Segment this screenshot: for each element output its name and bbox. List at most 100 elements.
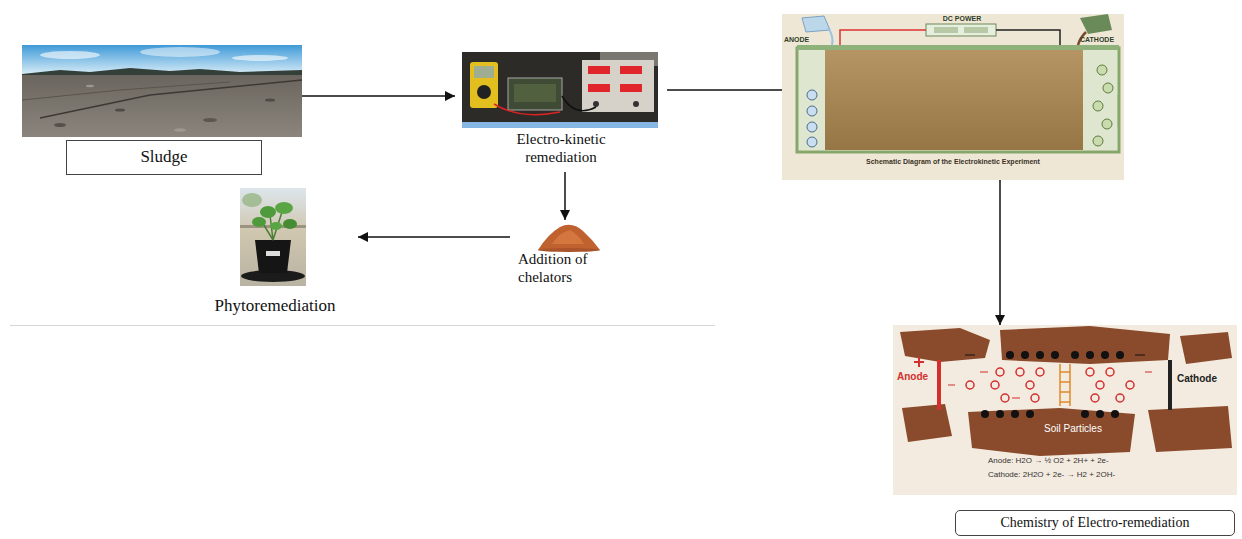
flow-arrow	[999, 180, 1001, 325]
ion-dots	[1001, 394, 1009, 402]
sludge-photo	[140, 47, 220, 57]
ion-dots	[1006, 351, 1014, 359]
ion-dots	[1036, 368, 1044, 376]
schematic-illustration	[807, 90, 817, 100]
schematic-illustration	[934, 27, 958, 33]
sludge-photo	[40, 80, 302, 118]
plant-photo	[240, 188, 306, 286]
ion-dots	[1021, 351, 1029, 359]
schematic-illustration	[1093, 101, 1103, 111]
lab-photo	[588, 84, 610, 92]
schematic-illustration	[807, 106, 817, 116]
ion-dots	[996, 410, 1004, 418]
plant-photo	[266, 251, 280, 256]
stage-caption: Electro-kinetic remediation	[493, 130, 629, 166]
ion-dots	[1081, 410, 1089, 418]
lab-photo	[582, 60, 654, 112]
stage-label: Sludge	[66, 140, 262, 175]
ion-dots	[1036, 351, 1044, 359]
stage-caption: Phytoremediation	[192, 296, 358, 316]
ion-dots	[996, 368, 1004, 376]
ion-dots	[1026, 410, 1034, 418]
ion-dots	[948, 372, 1152, 398]
lab-photo	[633, 101, 639, 107]
schematic-illustration	[797, 45, 1119, 50]
schematic-illustration	[1102, 119, 1112, 129]
plant-photo	[242, 193, 262, 207]
ion-dots	[1111, 410, 1119, 418]
ion-dots	[1116, 394, 1124, 402]
plant-photo	[252, 217, 266, 227]
ion-dots	[966, 381, 974, 389]
stage-caption: Addition of chelators	[518, 250, 618, 286]
phytoremediation-stage: Phytoremediation	[192, 186, 358, 320]
schematic-illustration	[996, 30, 1060, 45]
sludge-photo	[22, 82, 230, 100]
lab-photo	[593, 101, 599, 107]
ion-dots	[1096, 381, 1104, 389]
flow-arrow	[564, 172, 566, 220]
ion-dots	[1086, 368, 1094, 376]
ion-dots	[1096, 410, 1104, 418]
chemistry-illustration	[1148, 406, 1232, 452]
electrokinetic-stage: Electro-kinetic remediation	[455, 50, 667, 172]
chemistry-illustration	[1000, 326, 1170, 364]
chemistry-illustration	[893, 325, 1237, 495]
schematic-illustration	[782, 14, 1124, 180]
lab-photo	[477, 85, 491, 99]
sludge-photo	[115, 109, 125, 112]
sludge-photo	[54, 123, 66, 127]
chemistry-illustration	[1168, 360, 1172, 410]
chemistry-illustration	[1180, 332, 1232, 364]
chelator-powder	[538, 225, 600, 250]
connector-line	[667, 89, 782, 91]
lab-photo	[620, 66, 642, 74]
lab-photo	[462, 52, 658, 128]
ion-dots	[1011, 410, 1019, 418]
schematic-illustration	[1083, 50, 1117, 150]
sludge-photo	[232, 55, 288, 61]
chemistry-illustration	[1060, 364, 1070, 406]
lab-photo	[514, 84, 556, 102]
schematic-illustration	[825, 50, 1083, 150]
chelator-powder	[538, 225, 600, 252]
schematic-illustration	[802, 16, 830, 32]
plant-photo	[275, 202, 293, 214]
chelator-powder	[552, 230, 584, 244]
ion-dots	[1116, 351, 1124, 359]
flow-arrow	[302, 95, 455, 97]
plant-photo	[255, 240, 291, 273]
sludge-photo	[40, 51, 100, 59]
schematic-illustration	[840, 30, 926, 45]
ion-dots	[965, 354, 1145, 355]
chemistry-illustration	[968, 408, 1135, 456]
plant-photo	[240, 188, 306, 286]
sludge-photo	[22, 45, 302, 137]
schematic-illustration	[828, 28, 833, 45]
electrode-label: Anode	[897, 371, 935, 383]
schematic-illustration	[807, 137, 817, 147]
sludge-stage: Sludge	[22, 45, 302, 177]
ion-dots	[1031, 394, 1039, 402]
figure-title: Schematic Diagram of the Electrokinetic …	[840, 158, 1066, 166]
ion-dots	[1026, 381, 1034, 389]
electrode-label: ANODE	[784, 36, 816, 44]
sludge-photo	[22, 75, 302, 137]
electrode-label: CATHODE	[1080, 36, 1122, 44]
lab-photo	[462, 122, 658, 128]
ion-dots	[1086, 351, 1094, 359]
ion-dots	[948, 351, 1152, 418]
ion-dots	[1101, 351, 1109, 359]
lab-photo	[588, 66, 610, 74]
chemistry-illustration	[914, 357, 924, 367]
ion-dots	[981, 410, 989, 418]
schematic-illustration	[1097, 65, 1107, 75]
chemistry-panel: AnodeCathodeSoil ParticlesAnode: H2O → ½…	[893, 325, 1237, 537]
lab-photo	[474, 66, 494, 78]
chemistry-illustration	[893, 325, 1237, 495]
reaction-equation: Cathode: 2H2O + 2e- → H2 + 2OH-	[988, 470, 1198, 480]
ion-dots	[1126, 381, 1134, 389]
stage-label: Chemistry of Electro-remediation	[955, 510, 1235, 536]
ion-dots	[1106, 368, 1114, 376]
